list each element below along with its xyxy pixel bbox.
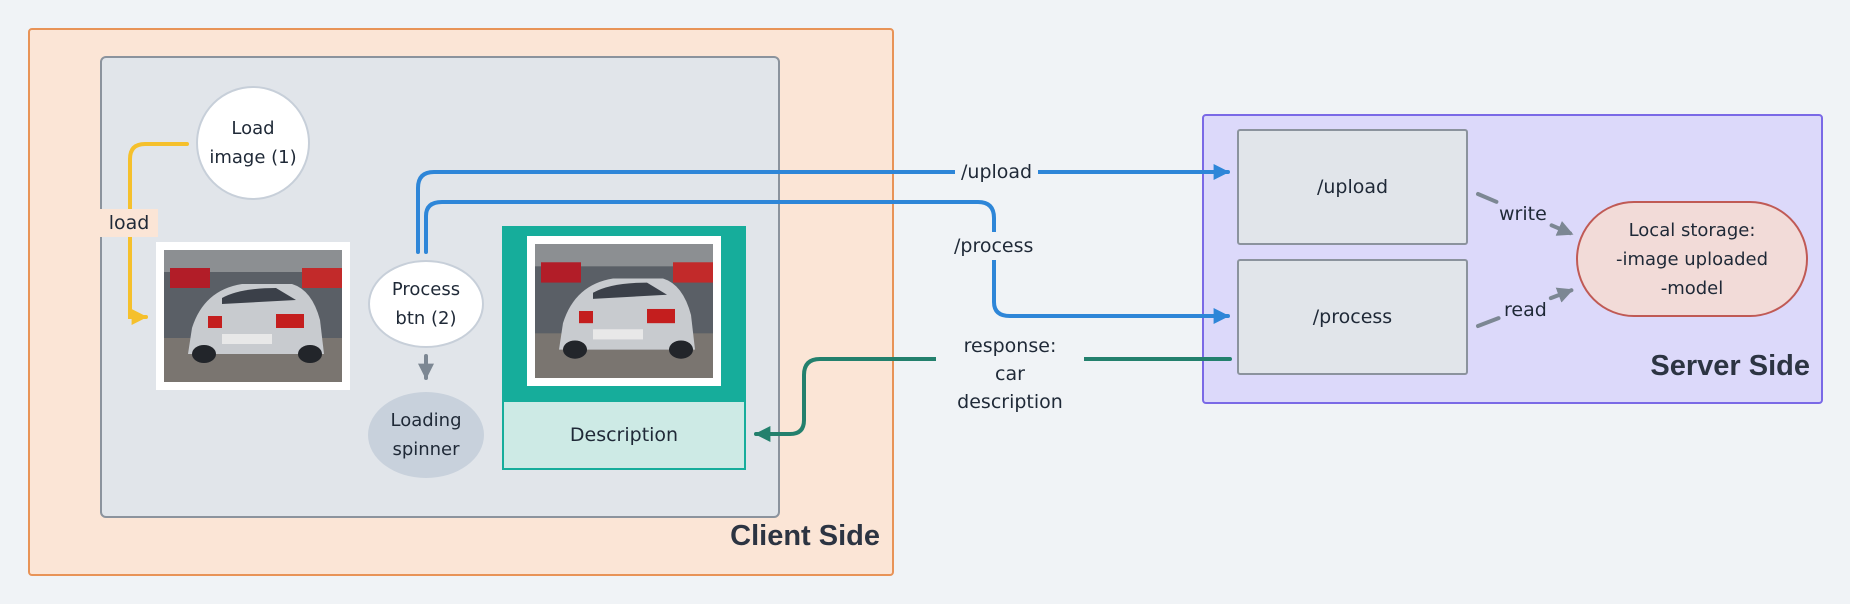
load-image-node[interactable]: Load image (1): [196, 86, 310, 200]
process-arrow: [424, 200, 1230, 324]
result-car-photo: [527, 236, 721, 386]
read-edge-label: read: [1504, 299, 1547, 321]
uploaded-car-photo: [156, 242, 350, 390]
process-endpoint: /process: [1237, 259, 1468, 375]
response-arrow: [754, 357, 1232, 442]
load-arrow: [128, 142, 189, 325]
description-box: Description: [502, 400, 746, 470]
car-photo-icon: [164, 250, 342, 382]
write-edge-label: write: [1499, 203, 1547, 225]
local-storage-node: Local storage: -image uploaded -model: [1576, 201, 1808, 317]
process-edge-label: /process: [948, 232, 1040, 260]
load-edge-label: load: [100, 209, 158, 237]
response-edge-label: response: car description: [936, 332, 1084, 416]
write-arrow: [1476, 192, 1574, 236]
read-arrow: [1476, 287, 1574, 328]
server-side-title: Server Side: [1650, 350, 1810, 382]
upload-edge-label: /upload: [955, 158, 1039, 186]
car-photo-icon: [535, 244, 713, 378]
upload-arrow: [416, 164, 1230, 254]
process-button[interactable]: Process btn (2): [368, 260, 484, 348]
upload-endpoint: /upload: [1237, 129, 1468, 245]
loading-spinner: Loading spinner: [368, 392, 484, 478]
client-side-title: Client Side: [730, 520, 880, 552]
